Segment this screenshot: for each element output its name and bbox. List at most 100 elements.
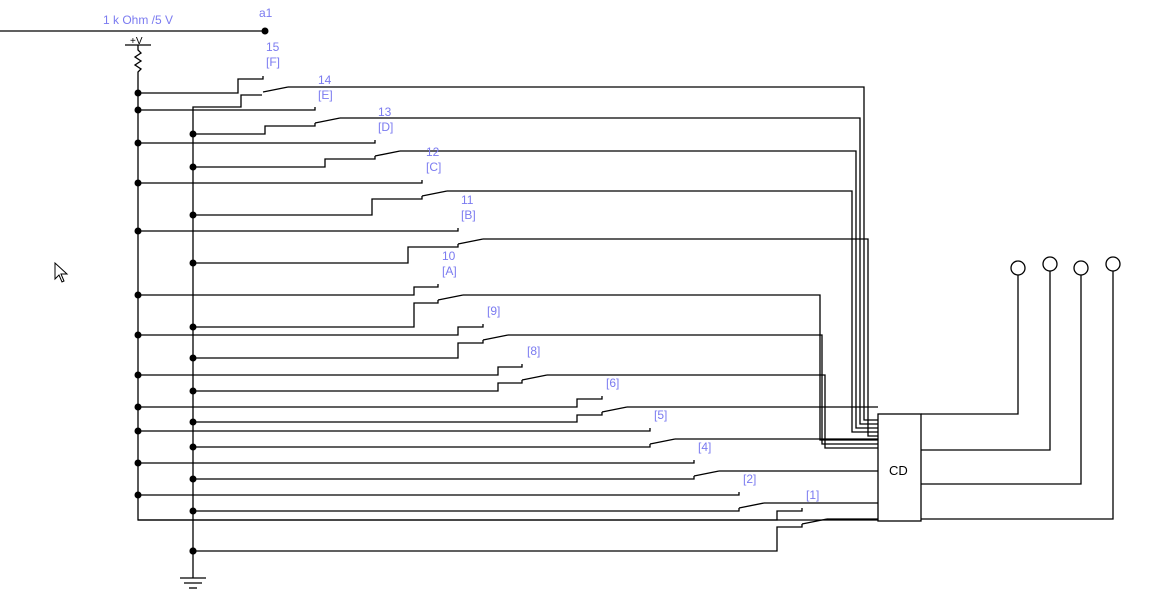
switch-blade (601, 406, 628, 413)
switch-blade (262, 86, 289, 93)
switch-7[interactable]: [8] (134, 344, 879, 449)
probe-out-4[interactable] (921, 256, 1121, 520)
contact-wire (138, 107, 316, 111)
output-wire (288, 86, 878, 421)
node-label: a1 (259, 6, 273, 20)
pivot-wire (193, 380, 523, 392)
pivot-wire (193, 123, 316, 135)
switch-5[interactable]: 10[A] (134, 249, 879, 441)
pivot-wire (193, 476, 695, 480)
switch-blade (801, 518, 828, 525)
contact-wire (138, 180, 423, 184)
contact-wire (138, 284, 439, 296)
probe-wire (921, 271, 1051, 451)
pivot-wire (193, 244, 459, 264)
switch-0[interactable]: 15[F] (134, 40, 879, 421)
probe-wire (921, 275, 1082, 485)
contact-wire (138, 364, 523, 376)
junction-dot (189, 547, 197, 555)
contact-wire (138, 140, 376, 144)
switch-number: 13 (378, 105, 392, 119)
switch-key: [D] (378, 120, 393, 134)
probe-wire (921, 271, 1114, 520)
output-wire (547, 374, 878, 449)
probe-lamp-icon (1073, 260, 1089, 276)
cd-label: CD (889, 463, 908, 478)
switch-number: 14 (318, 73, 332, 87)
contact-wire (138, 228, 459, 232)
probe-lamp-icon (1105, 256, 1121, 272)
switch-2[interactable]: 13[D] (134, 105, 879, 429)
switch-1[interactable]: 14[E] (134, 73, 879, 425)
switch-6[interactable]: [9] (134, 304, 879, 445)
contact-wire (138, 492, 740, 496)
output-wire (447, 190, 878, 433)
switch-key: [A] (442, 264, 457, 278)
switch-key: [9] (487, 304, 500, 318)
cd-decoder-chip[interactable] (877, 413, 922, 522)
switch-key: [F] (266, 55, 280, 69)
probe-out-3[interactable] (921, 260, 1089, 485)
contact-wire (138, 460, 695, 464)
switch-blade (738, 502, 765, 509)
switch-number: 10 (442, 249, 456, 263)
switch-blade (521, 374, 548, 381)
source-label: 1 k Ohm /5 V (103, 13, 173, 27)
switch-key: [2] (743, 472, 756, 486)
contact-wire (138, 508, 803, 521)
switch-key: [B] (461, 208, 476, 222)
pivot-wire (193, 508, 740, 512)
output-wire (508, 334, 878, 445)
probe-lamp-icon (1010, 260, 1026, 276)
switch-11[interactable]: [2] (134, 472, 879, 515)
switch-key: [5] (654, 408, 667, 422)
contact-wire (138, 324, 484, 336)
pivot-wire (193, 412, 603, 423)
probe-out-1[interactable] (921, 260, 1026, 415)
probe-wire (921, 275, 1019, 415)
pivot-wire (193, 524, 803, 552)
output-wire (483, 238, 878, 437)
resistor-rail (133, 45, 878, 521)
switch-key: [8] (527, 344, 540, 358)
switch-3[interactable]: 12[C] (134, 145, 879, 433)
switch-8[interactable]: [6] (134, 376, 879, 426)
ground-icon (180, 577, 206, 589)
switch-key: [1] (806, 488, 819, 502)
switch-4[interactable]: 11[B] (134, 193, 879, 437)
pivot-wire (193, 196, 423, 216)
switch-blade (374, 150, 401, 157)
contact-wire (138, 76, 264, 94)
switch-number: 11 (461, 193, 474, 207)
switch-key: [6] (606, 376, 619, 390)
switch-blade (421, 190, 448, 197)
pivot-wire (193, 340, 484, 359)
node-a1-dot (261, 27, 269, 35)
pivot-wire (193, 300, 439, 328)
switch-number: 12 (426, 145, 440, 159)
switch-blade (437, 294, 464, 301)
switch-blade (314, 117, 341, 124)
pivot-wire (193, 444, 651, 448)
switch-9[interactable]: [5] (134, 408, 879, 451)
mouse-cursor-icon (54, 261, 69, 283)
switch-blade (482, 334, 509, 341)
switch-blade (693, 470, 720, 477)
switch-12[interactable]: [1] (138, 488, 878, 555)
switch-key: [4] (698, 440, 711, 454)
switch-key: [E] (318, 88, 333, 102)
contact-wire (138, 396, 603, 408)
switch-blade (457, 238, 484, 245)
supply-label: +V (130, 36, 143, 47)
switch-key: [C] (426, 160, 441, 174)
switch-10[interactable]: [4] (134, 440, 879, 483)
probe-out-2[interactable] (921, 256, 1058, 451)
probe-lamp-icon (1042, 256, 1058, 272)
switch-number: 15 (266, 40, 280, 54)
output-wire (463, 294, 878, 441)
output-wire (400, 150, 878, 429)
switch-blade (649, 438, 676, 445)
contact-wire (138, 428, 651, 432)
